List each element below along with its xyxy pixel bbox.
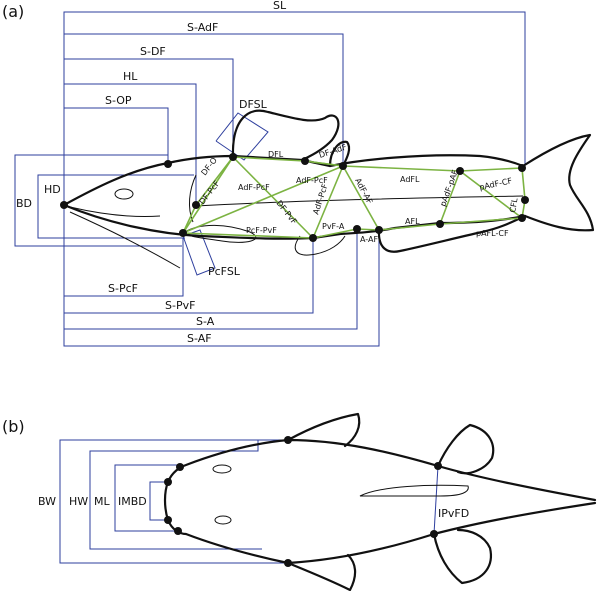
ml-bracket bbox=[114, 464, 178, 532]
label-ml: ML bbox=[94, 495, 110, 508]
bw-bracket bbox=[59, 439, 288, 564]
panel-b-label: (b) bbox=[2, 417, 25, 436]
bd-bracket bbox=[14, 154, 182, 247]
ipvfd-line bbox=[433, 465, 439, 535]
label-imbd: IMBD bbox=[118, 495, 147, 508]
s-pvf-bracket bbox=[63, 238, 314, 314]
pelvic-fin bbox=[294, 235, 346, 256]
eye bbox=[114, 188, 134, 200]
label-adfl: AdFL bbox=[400, 175, 420, 184]
imbd-bracket bbox=[149, 481, 168, 521]
left-eye bbox=[212, 464, 232, 474]
s-pcf-bracket bbox=[63, 205, 184, 297]
lateral-line bbox=[195, 195, 524, 207]
labels-a: SL S-AdF S-DF HL S-OP DFSL DFL DF-AdF DF… bbox=[16, 0, 520, 345]
chin-line bbox=[69, 211, 181, 269]
label-s-pvf: S-PvF bbox=[165, 299, 195, 312]
s-af-bracket bbox=[63, 230, 380, 347]
label-df-pcf: DF-PcF bbox=[197, 179, 221, 207]
dorsal-fin-centre bbox=[359, 484, 469, 497]
label-bd: BD bbox=[16, 197, 32, 210]
label-adf-pcf: AdF-PcF bbox=[238, 183, 270, 192]
label-df-pvf: DF-PvF bbox=[274, 199, 298, 227]
hl-bracket bbox=[64, 83, 197, 205]
pectoral-fin-bottom bbox=[286, 553, 357, 591]
label-s-pcf: S-PcF bbox=[108, 282, 138, 295]
labels-b: BW HW ML IMBD IPvFD bbox=[38, 495, 469, 520]
label-bw: BW bbox=[38, 495, 56, 508]
measurement-lines-b bbox=[59, 439, 439, 564]
label-df-o: DF-O bbox=[199, 156, 219, 177]
anal-fin bbox=[377, 214, 527, 253]
adipose-fin bbox=[328, 140, 351, 168]
truss-network bbox=[182, 156, 526, 239]
panel-a-label: (a) bbox=[2, 2, 24, 21]
label-dfl: DFL bbox=[268, 150, 284, 159]
label-pcfsl: PcFSL bbox=[208, 265, 241, 278]
label-padf-cf: pAdF-CF bbox=[479, 176, 514, 192]
label-df-adf: DF-AdF bbox=[318, 142, 348, 159]
label-s-op: S-OP bbox=[105, 94, 132, 107]
pelvic-fin-top bbox=[436, 423, 495, 475]
pectoral-fin-top bbox=[286, 412, 361, 448]
body-bottom bbox=[166, 501, 597, 565]
label-pvf-a: PvF-A bbox=[322, 222, 345, 231]
panel-a: (a) bbox=[2, 0, 595, 347]
label-adf-pcf-2: AdF-PcF bbox=[296, 176, 328, 185]
label-adf-pvf: AdF-PcF bbox=[311, 182, 329, 215]
panel-b: (b) bbox=[2, 412, 597, 591]
label-ipvfd: IPvFD bbox=[438, 507, 469, 520]
label-afl: AFL bbox=[405, 217, 420, 226]
label-s-a: S-A bbox=[196, 315, 215, 328]
fish-lateral-outline bbox=[62, 109, 595, 269]
label-a-af: A-AF bbox=[360, 235, 378, 244]
s-a-bracket bbox=[63, 228, 358, 330]
label-pcf-pvf: PcF-PvF bbox=[246, 226, 277, 235]
label-sl: SL bbox=[273, 0, 287, 12]
pelvic-fin-bottom bbox=[432, 528, 492, 585]
hd-bracket bbox=[37, 174, 194, 239]
body-top bbox=[166, 438, 597, 502]
dorsal-fin bbox=[231, 109, 340, 162]
fish-ventral-outline bbox=[163, 412, 597, 591]
mouth-line bbox=[69, 206, 161, 218]
caudal-fin bbox=[521, 133, 595, 232]
measurement-lines-a bbox=[14, 11, 526, 347]
label-hw: HW bbox=[69, 495, 88, 508]
s-adf-bracket bbox=[64, 33, 344, 166]
hw-bracket bbox=[89, 440, 262, 550]
label-s-adf: S-AdF bbox=[187, 21, 218, 34]
s-op-bracket bbox=[64, 107, 169, 164]
label-s-af: S-AF bbox=[187, 332, 212, 345]
snout bbox=[163, 480, 170, 522]
label-padf-paf: pAdF-pAF bbox=[438, 168, 460, 207]
landmarks-b bbox=[164, 436, 442, 567]
label-s-df: S-DF bbox=[140, 45, 166, 58]
pcfsl-box bbox=[182, 229, 216, 276]
s-df-bracket bbox=[64, 58, 234, 157]
label-cfl: CFL bbox=[508, 197, 520, 214]
label-pafl-cf: pAFL-CF bbox=[476, 229, 509, 238]
right-eye bbox=[214, 515, 232, 525]
label-dfsl: DFSL bbox=[239, 98, 268, 111]
landmarks-a bbox=[60, 153, 529, 242]
label-hd: HD bbox=[44, 183, 61, 196]
label-hl: HL bbox=[123, 70, 138, 83]
pectoral-fin bbox=[182, 224, 257, 243]
